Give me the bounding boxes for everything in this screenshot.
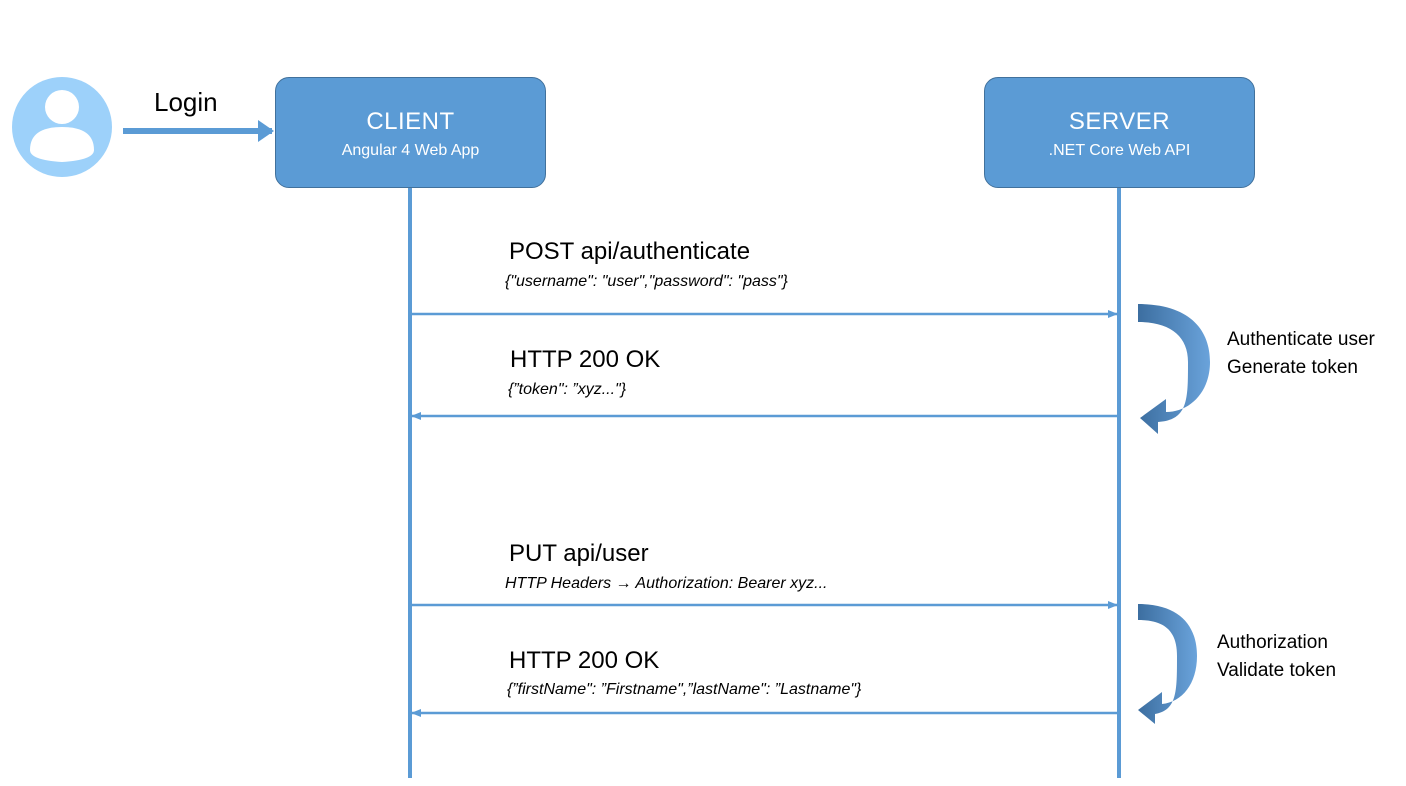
server-box: SERVER .NET Core Web API xyxy=(984,77,1255,188)
process-note-line: Generate token xyxy=(1227,357,1358,378)
message-payload: {”firstName": ”Firstname",”lastName": ”L… xyxy=(507,681,862,698)
process-note: Authorization Validate token xyxy=(1217,629,1336,685)
message-title: HTTP 200 OK xyxy=(510,346,661,373)
message-title: PUT api/user xyxy=(509,540,649,567)
process-note-line: Authenticate user xyxy=(1227,329,1375,350)
curved-arrow-icon xyxy=(1138,604,1197,724)
server-subtitle: .NET Core Web API xyxy=(1048,142,1191,159)
client-subtitle: Angular 4 Web App xyxy=(341,142,480,159)
curved-arrow-icon xyxy=(1138,304,1210,434)
message-title: HTTP 200 OK xyxy=(509,647,660,674)
process-note-line: Authorization xyxy=(1217,632,1328,653)
login-label: Login xyxy=(154,87,218,117)
process-note-line: Validate token xyxy=(1217,660,1337,681)
process-note: Authenticate user Generate token xyxy=(1227,326,1375,382)
client-box: CLIENT Angular 4 Web App xyxy=(275,77,546,188)
client-title: CLIENT xyxy=(366,108,455,135)
server-title: SERVER xyxy=(1068,108,1171,135)
user-icon xyxy=(12,77,112,177)
message-payload: {”token": ”xyz..."} xyxy=(508,381,627,398)
message-payload: {"username": "user","password": "pass"} xyxy=(505,273,788,290)
message-payload: HTTP Headers → Authorization: Bearer xyz… xyxy=(505,575,828,592)
message-title: POST api/authenticate xyxy=(509,238,751,265)
